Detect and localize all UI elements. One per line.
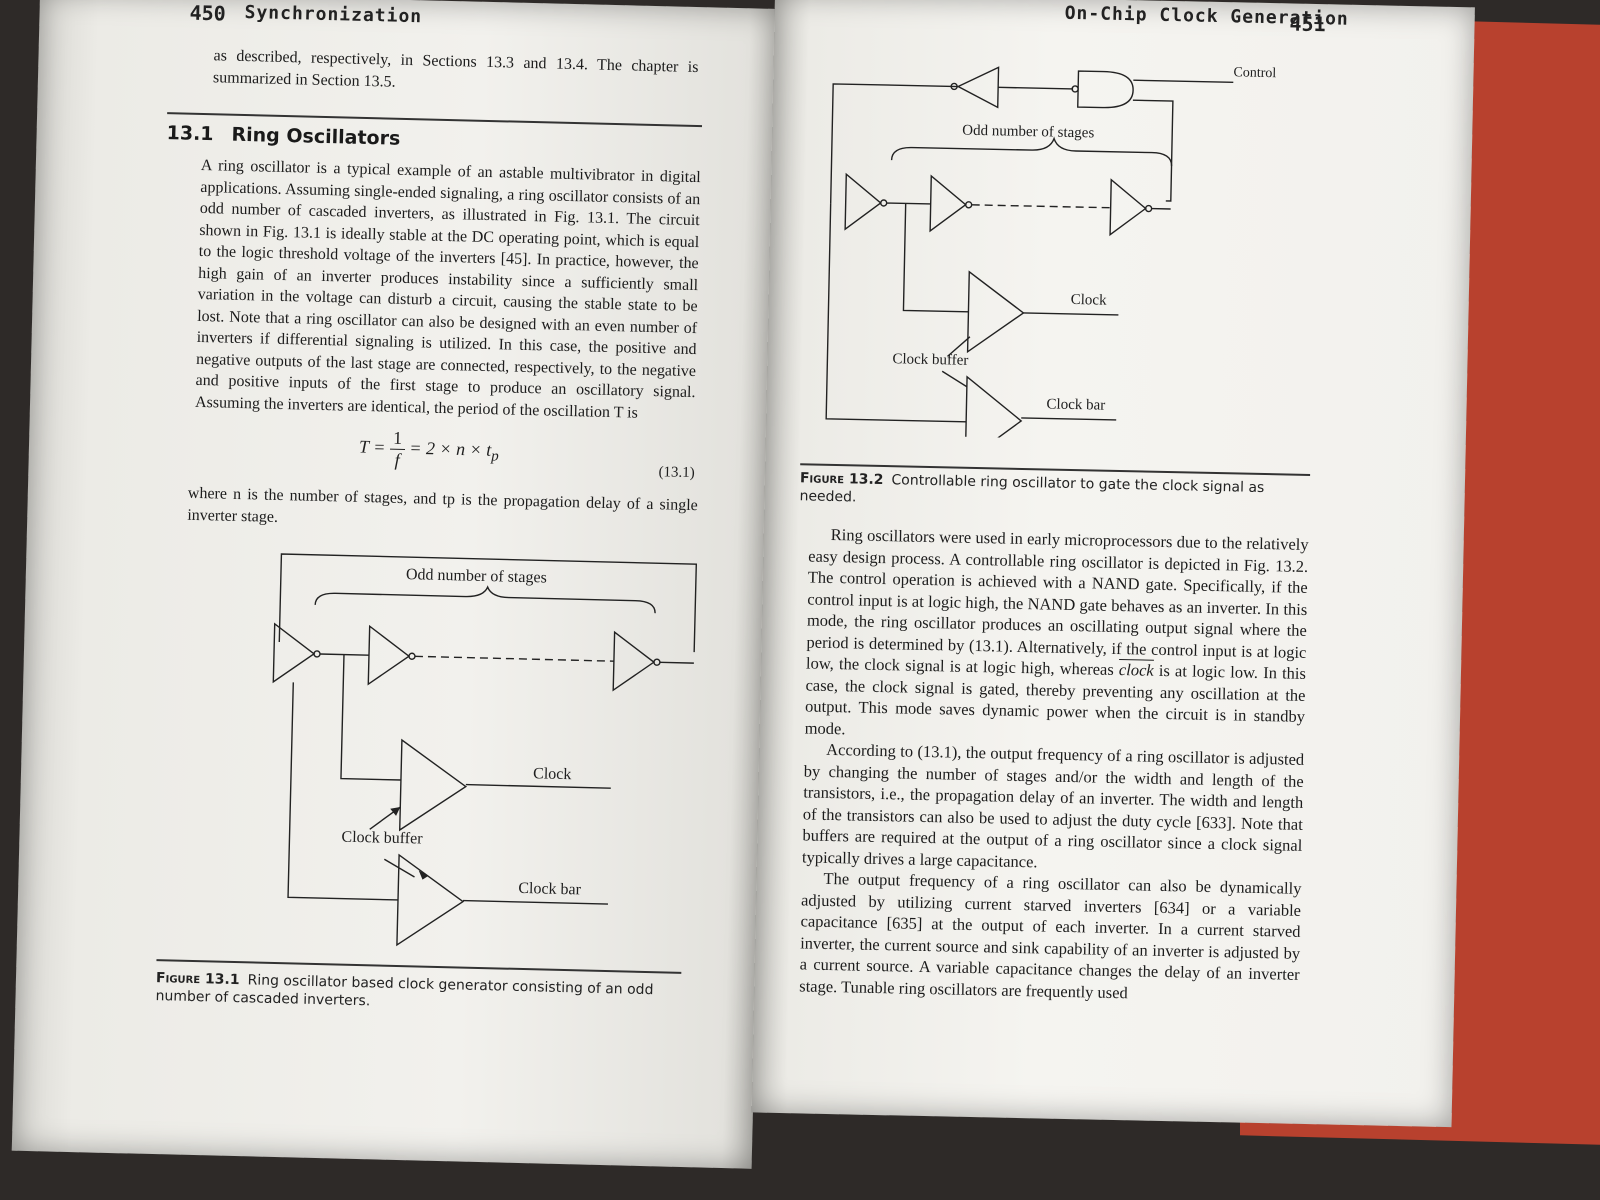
paragraph-part: Ring oscillators were used in early micr… [805, 524, 1309, 680]
equation-fraction: 1 f [389, 427, 406, 471]
wire-dashed [414, 655, 614, 662]
clock-bar-symbol: clock [1118, 660, 1154, 680]
clock-output-wire [1023, 312, 1119, 316]
inverter-bubble [950, 82, 958, 91]
body-text: Ring oscillators were used in early micr… [799, 523, 1309, 1006]
label-clock: Clock [533, 765, 572, 783]
figure-13-2: Control Odd number of stages Clock Clock… [825, 65, 1277, 444]
arrow-head [390, 807, 401, 816]
inverter-1 [272, 622, 316, 684]
clock-buffer-gate [966, 270, 1025, 354]
section-title: Ring Oscillators [231, 123, 401, 150]
paragraph: Ring oscillators were used in early micr… [804, 523, 1308, 748]
wire [659, 661, 694, 664]
arrow-head [418, 870, 429, 880]
wire-dashed [971, 204, 1111, 209]
equation-lhs: T = [358, 436, 386, 458]
caption-label: Figure 13.1 [155, 970, 240, 989]
left-page: 450 Synchronization as described, respec… [11, 0, 780, 1169]
nand-gate [1077, 70, 1134, 109]
equation-number: (13.1) [658, 464, 695, 482]
wire [998, 86, 1074, 90]
caption-label: Figure 13.2 [799, 470, 884, 489]
inverter-2 [367, 624, 411, 686]
page-number: 450 [189, 0, 227, 26]
wire [886, 202, 931, 205]
arrow [383, 858, 415, 878]
feedback-wire [278, 553, 698, 653]
stages-brace [890, 136, 1173, 167]
stages-brace [314, 585, 656, 614]
section-number: 13.1 [166, 122, 214, 146]
label-clock-buffer: Clock buffer [341, 829, 423, 848]
clock-buffer-gate [398, 738, 468, 832]
paragraph: where n is the number of stages, and tp … [187, 484, 698, 526]
inverter-bubble [964, 201, 973, 209]
equation-numerator: 1 [389, 427, 406, 451]
right-page: On-Chip Clock Generation 451 [751, 0, 1475, 1128]
paragraph: A ring oscillator is a typical example o… [194, 156, 701, 422]
control-wire [1133, 79, 1234, 83]
loop-wire [1132, 99, 1174, 202]
tap-wire-clock-bar [287, 682, 399, 901]
label-control: Control [1233, 65, 1276, 81]
label-odd-stages: Odd number of stages [406, 566, 547, 586]
equation-subscript: p [490, 448, 499, 465]
tap-wire-clock [902, 203, 969, 313]
tap-wire-clock [340, 654, 401, 781]
feedback-inverter [956, 66, 1000, 109]
arrow [941, 370, 968, 388]
label-clock-bar: Clock bar [1046, 396, 1105, 413]
inverter-n [612, 630, 656, 692]
page-number: 451 [1289, 11, 1326, 37]
clock-output-wire [465, 783, 611, 789]
inverter-n [1109, 178, 1147, 237]
inverter-1 [844, 172, 882, 231]
clock-bar-output-wire [1021, 417, 1117, 421]
paragraph: The output frequency of a ring oscillato… [799, 868, 1302, 1002]
label-clock-buffer: Clock buffer [892, 351, 968, 369]
label-clock: Clock [1071, 292, 1108, 309]
intro-text: as described, respectively, in Sections … [212, 47, 699, 91]
clock-bar-buffer-gate [964, 375, 1023, 444]
running-head: Synchronization [244, 1, 423, 28]
tap-wire-clock-bar [825, 203, 967, 423]
inverter-2 [929, 174, 967, 233]
clock-bar-output-wire [462, 899, 608, 905]
label-clock-bar: Clock bar [518, 880, 582, 899]
equation-rhs: = 2 × n × t [409, 437, 492, 460]
equation-denominator: f [394, 449, 400, 470]
section-heading: 13.1 Ring Oscillators [166, 122, 400, 150]
feedback-wire [829, 83, 959, 204]
equation: T = 1 f = 2 × n × tp [359, 427, 500, 473]
arrow [947, 336, 971, 357]
paragraph: According to (13.1), the output frequenc… [801, 739, 1305, 871]
nand-bubble [1071, 85, 1079, 93]
figure-13-1: Odd number of stages Clock Clock buffer … [272, 553, 698, 947]
label-odd-stages: Odd number of stages [962, 123, 1095, 142]
clock-bar-buffer-gate [396, 853, 465, 947]
